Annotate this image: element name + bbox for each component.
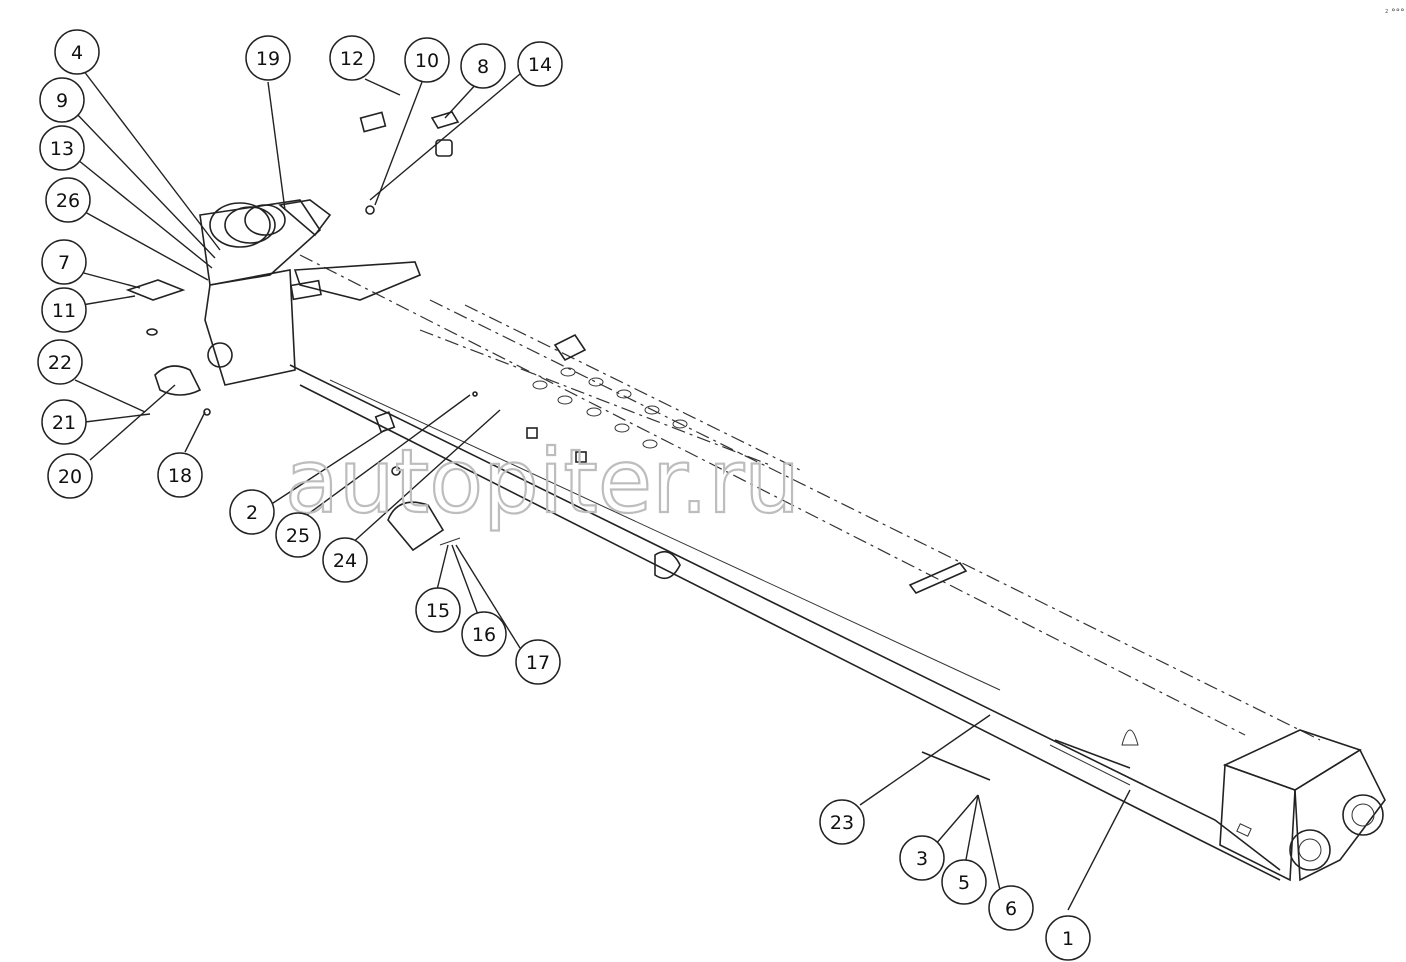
callout-circle bbox=[988, 885, 1034, 931]
callout-circle bbox=[39, 77, 85, 123]
callout-circle bbox=[899, 835, 945, 881]
callout-14: 14 bbox=[517, 41, 563, 87]
callout-number: 25 bbox=[286, 525, 310, 547]
watermark-text: autopiter.ru bbox=[285, 430, 800, 533]
callout-8: 8 bbox=[460, 43, 506, 89]
callout-number: 16 bbox=[472, 624, 496, 646]
callout-number: 22 bbox=[48, 352, 72, 374]
callout-6: 6 bbox=[988, 885, 1034, 931]
winch-assembly bbox=[199, 199, 375, 386]
callout-number: 2 bbox=[246, 502, 258, 524]
callout-26: 26 bbox=[45, 177, 91, 223]
callout-number: 20 bbox=[58, 466, 82, 488]
callout-circle bbox=[229, 489, 275, 535]
callout-number: 23 bbox=[830, 812, 854, 834]
callout-circle bbox=[461, 611, 507, 657]
callout-12: 12 bbox=[329, 35, 375, 81]
callout-circle bbox=[460, 43, 506, 89]
boom-assembly bbox=[289, 254, 1386, 882]
callout-number: 19 bbox=[256, 48, 280, 70]
callout-number: 9 bbox=[56, 90, 68, 112]
callout-number: 24 bbox=[333, 550, 357, 572]
callout-2: 2 bbox=[229, 489, 275, 535]
callout-circle bbox=[157, 452, 203, 498]
callout-circle bbox=[47, 453, 93, 499]
callout-circle bbox=[41, 399, 87, 445]
callout-number: 13 bbox=[50, 138, 74, 160]
callout-15: 15 bbox=[415, 587, 461, 633]
callout-circle bbox=[322, 537, 368, 583]
callout-circle bbox=[329, 35, 375, 81]
callout-number: 14 bbox=[528, 54, 552, 76]
callout-22: 22 bbox=[37, 339, 83, 385]
callout-number: 11 bbox=[52, 300, 76, 322]
callout-circle bbox=[1045, 915, 1091, 961]
callout-1: 1 bbox=[1045, 915, 1091, 961]
callout-16: 16 bbox=[461, 611, 507, 657]
callout-number: 18 bbox=[168, 465, 192, 487]
callout-21: 21 bbox=[41, 399, 87, 445]
callout-circle bbox=[41, 239, 87, 285]
callout-circle bbox=[39, 125, 85, 171]
callout-19: 19 bbox=[245, 35, 291, 81]
callout-18: 18 bbox=[157, 452, 203, 498]
callout-circle bbox=[275, 512, 321, 558]
callout-24: 24 bbox=[322, 537, 368, 583]
callout-number: 7 bbox=[58, 252, 70, 274]
callout-23: 23 bbox=[819, 799, 865, 845]
watermark: autopiter.ru bbox=[284, 429, 801, 534]
callout-circle bbox=[45, 177, 91, 223]
callout-number: 15 bbox=[426, 600, 450, 622]
callout-7: 7 bbox=[41, 239, 87, 285]
callout-circle bbox=[41, 287, 87, 333]
callout-25: 25 bbox=[275, 512, 321, 558]
callout-number: 12 bbox=[340, 48, 364, 70]
callout-circle bbox=[404, 37, 450, 83]
callout-17: 17 bbox=[515, 639, 561, 685]
callout-circle bbox=[515, 639, 561, 685]
callout-circle bbox=[37, 339, 83, 385]
callout-circle bbox=[941, 859, 987, 905]
loose-components bbox=[125, 111, 1131, 781]
callout-20: 20 bbox=[47, 453, 93, 499]
callout-10: 10 bbox=[404, 37, 450, 83]
callout-circle bbox=[54, 29, 100, 75]
callout-number: 26 bbox=[56, 190, 80, 212]
callout-number: 4 bbox=[71, 42, 83, 64]
callout-number: 10 bbox=[415, 50, 439, 72]
callout-number: 3 bbox=[916, 848, 928, 870]
callout-4: 4 bbox=[54, 29, 100, 75]
callout-number: 21 bbox=[52, 412, 76, 434]
callout-13: 13 bbox=[39, 125, 85, 171]
corner-mark: ⁲ °°° bbox=[1385, 8, 1405, 18]
callout-circle bbox=[245, 35, 291, 81]
callout-circle bbox=[415, 587, 461, 633]
callout-number: 8 bbox=[477, 56, 489, 78]
callout-5: 5 bbox=[941, 859, 987, 905]
callout-circle bbox=[819, 799, 865, 845]
callout-number: 1 bbox=[1062, 928, 1074, 950]
top-plate-holes bbox=[532, 367, 688, 449]
callout-number: 17 bbox=[526, 652, 550, 674]
callout-11: 11 bbox=[41, 287, 87, 333]
callout-number: 5 bbox=[958, 872, 970, 894]
callout-number: 6 bbox=[1005, 898, 1017, 920]
callout-9: 9 bbox=[39, 77, 85, 123]
callout-3: 3 bbox=[899, 835, 945, 881]
leader-lines bbox=[74, 65, 1131, 911]
callout-circle bbox=[517, 41, 563, 87]
